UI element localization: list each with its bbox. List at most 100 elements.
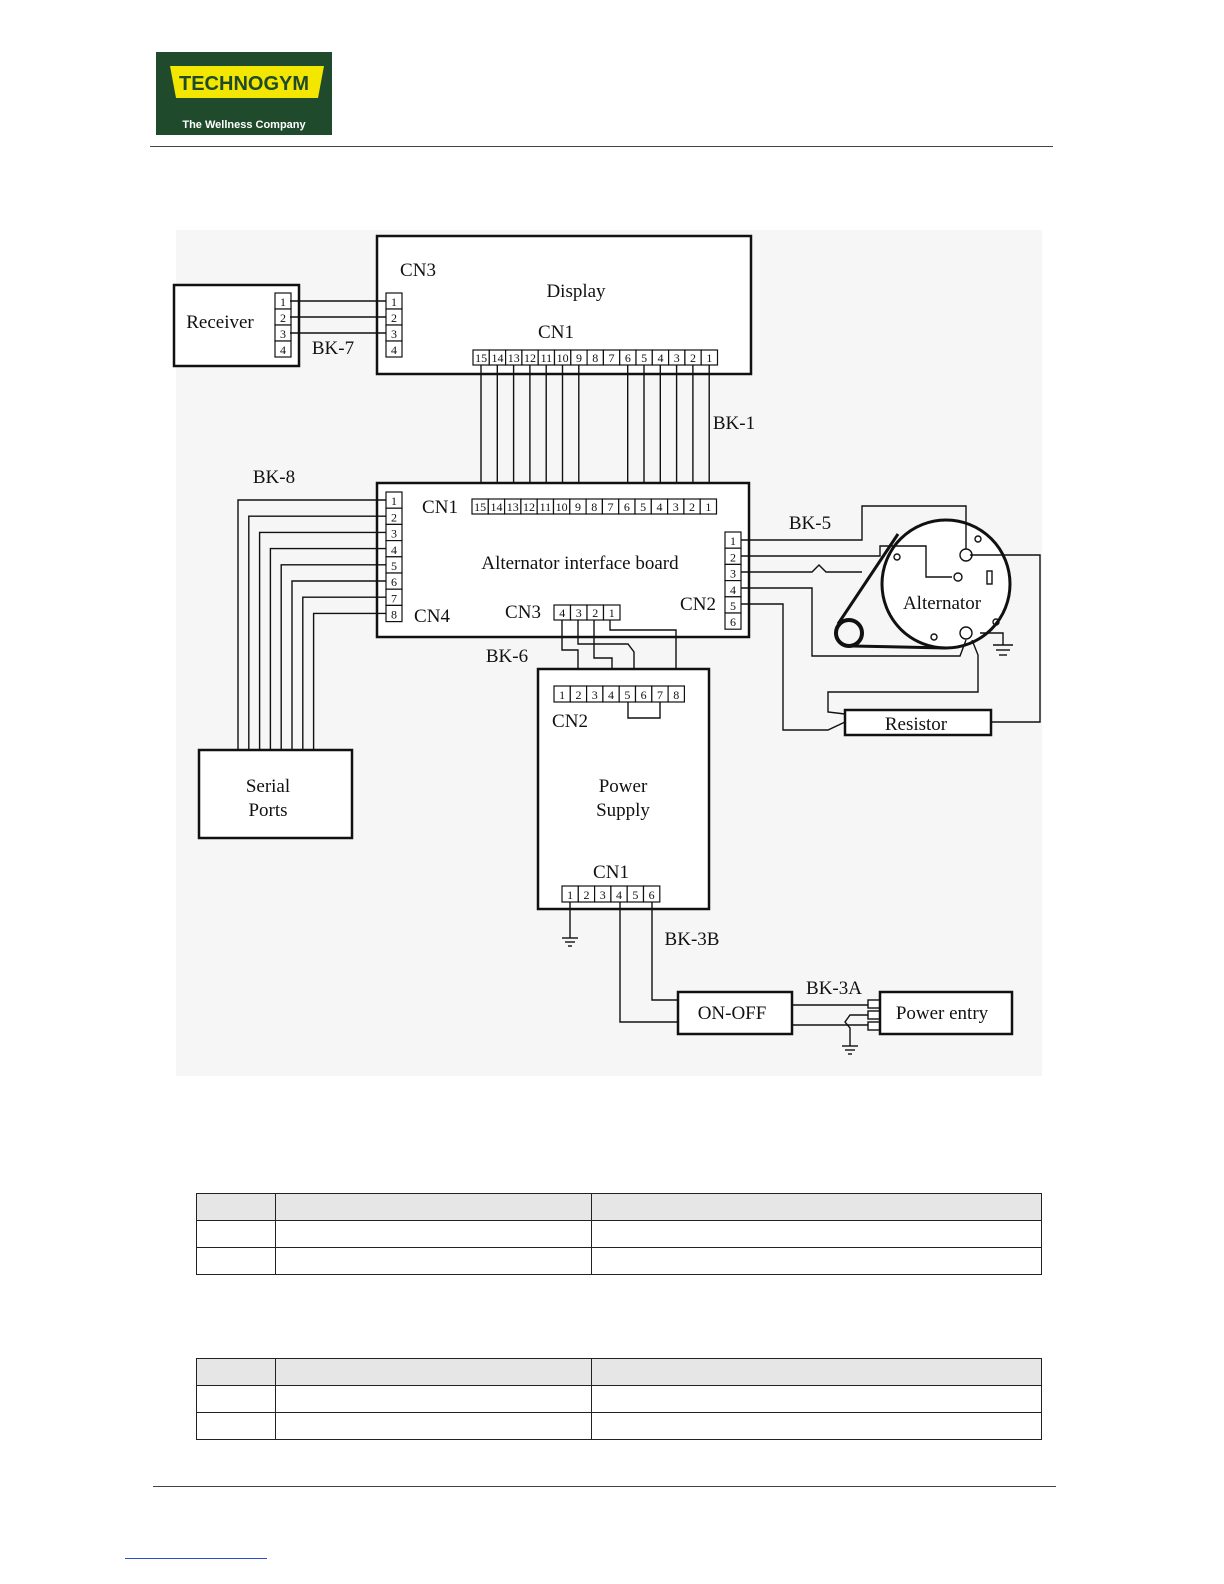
connector-pin-label: 8 bbox=[391, 608, 397, 622]
bk5-wire bbox=[741, 545, 952, 578]
connector-pin-label: 6 bbox=[625, 351, 631, 365]
bk3b-label: BK-3B bbox=[665, 929, 720, 950]
connector-pin-label: 5 bbox=[730, 599, 736, 613]
on-off-label: ON-OFF bbox=[698, 1003, 767, 1024]
table-header-cell bbox=[196, 1193, 276, 1221]
table-cell bbox=[275, 1220, 592, 1248]
board-cn1-label: CN1 bbox=[422, 497, 458, 518]
table-header-cell bbox=[591, 1193, 1042, 1221]
table-cell bbox=[591, 1412, 1042, 1440]
bk8-wire bbox=[237, 499, 386, 750]
power-supply-box bbox=[536, 667, 711, 911]
bk6-wire bbox=[609, 620, 677, 686]
table-cell bbox=[591, 1385, 1042, 1413]
bk8-wire bbox=[280, 564, 386, 750]
connector-pin-label: 4 bbox=[280, 343, 286, 357]
connector-pin-label: 13 bbox=[508, 351, 520, 365]
connector-pin-label: 3 bbox=[592, 688, 598, 702]
connector-pin-label: 2 bbox=[730, 550, 736, 564]
table-header-row bbox=[196, 1193, 1042, 1221]
power-entry-pin bbox=[867, 1021, 881, 1031]
connector-pin-label: 6 bbox=[649, 888, 655, 902]
connector-pin-label: 7 bbox=[391, 591, 397, 605]
board-cn3-label: CN3 bbox=[505, 602, 541, 623]
serial-ports-box bbox=[197, 748, 354, 840]
bk8-wire bbox=[312, 612, 386, 750]
psu-label-2: Supply bbox=[596, 800, 650, 821]
connector-pin-label: 1 bbox=[706, 351, 712, 365]
on-off-box bbox=[676, 990, 794, 1036]
table-cell bbox=[275, 1385, 592, 1413]
connector-pin-label: 1 bbox=[705, 500, 711, 514]
bk5-wire bbox=[741, 564, 862, 573]
bk8-wire bbox=[291, 580, 386, 750]
connector-pin-label: 1 bbox=[559, 688, 565, 702]
logo-tagline: The Wellness Company bbox=[182, 119, 306, 131]
connector-pin-label: 5 bbox=[632, 888, 638, 902]
ground-wire bbox=[844, 1014, 870, 1046]
connector-pin-label: 2 bbox=[583, 888, 589, 902]
bk6-wire bbox=[577, 620, 635, 686]
connector-pin-label: 2 bbox=[391, 311, 397, 325]
footer-link-underline[interactable] bbox=[125, 1558, 267, 1559]
connector-pin-label: 5 bbox=[640, 500, 646, 514]
connector-pin-label: 6 bbox=[391, 575, 397, 589]
logo-badge bbox=[170, 66, 324, 98]
connector-pin-label: 6 bbox=[641, 688, 647, 702]
connector-pin-label: 4 bbox=[616, 888, 622, 902]
connector-pin-label: 3 bbox=[280, 327, 286, 341]
connector-pin-label: 1 bbox=[730, 534, 736, 548]
alternator-brush bbox=[986, 570, 993, 585]
connector-pin bbox=[274, 340, 292, 358]
psu-jumper bbox=[627, 702, 661, 719]
footer-rule bbox=[153, 1486, 1056, 1487]
connector-pin-label: 7 bbox=[609, 351, 615, 365]
bk5-wire bbox=[741, 587, 967, 657]
connector-pin-label: 12 bbox=[523, 500, 535, 514]
connector-pin-label: 5 bbox=[391, 559, 397, 573]
bk5-label: BK-5 bbox=[789, 513, 831, 534]
alternator-terminal bbox=[953, 572, 963, 582]
alternator-hole bbox=[992, 618, 1000, 626]
bk5-wire bbox=[741, 505, 967, 549]
table-1 bbox=[196, 1193, 1042, 1275]
connector-pin-label: 1 bbox=[567, 888, 573, 902]
psu-label-1: Power bbox=[599, 776, 648, 797]
display-cn1-label: CN1 bbox=[538, 322, 574, 343]
bk7-label: BK-7 bbox=[312, 338, 354, 359]
table-header-cell bbox=[275, 1358, 592, 1386]
bk8-label: BK-8 bbox=[253, 467, 295, 488]
table-row bbox=[196, 1220, 1042, 1248]
power-entry-box bbox=[878, 990, 1014, 1036]
connector-pin-label: 14 bbox=[490, 500, 502, 514]
alternator-belt bbox=[836, 533, 900, 625]
connector-pin bbox=[667, 685, 685, 703]
alternator-hole bbox=[974, 535, 982, 543]
bk3b-wire bbox=[651, 902, 678, 1001]
bk8-wire bbox=[248, 515, 386, 750]
alternator-terminal bbox=[959, 626, 973, 640]
connector-pin-label: 4 bbox=[608, 688, 614, 702]
connector-pin-label: 4 bbox=[391, 343, 397, 357]
bk1-label: BK-1 bbox=[713, 413, 755, 434]
connector-pin-label: 2 bbox=[592, 606, 598, 620]
power-entry-pin bbox=[867, 1010, 881, 1020]
table-cell bbox=[591, 1220, 1042, 1248]
table-cell bbox=[275, 1412, 592, 1440]
connector-pin-label: 4 bbox=[730, 583, 736, 597]
table-cell bbox=[196, 1412, 276, 1440]
table-cell bbox=[196, 1220, 276, 1248]
connector-pin-label: 7 bbox=[657, 688, 663, 702]
connector-pin-label: 13 bbox=[507, 500, 519, 514]
connector-pin-label: 15 bbox=[474, 500, 486, 514]
connector-pin-label: 4 bbox=[391, 543, 397, 557]
alternator-belt bbox=[851, 644, 947, 650]
table-cell bbox=[591, 1247, 1042, 1275]
bk3b-wire bbox=[619, 902, 678, 1023]
